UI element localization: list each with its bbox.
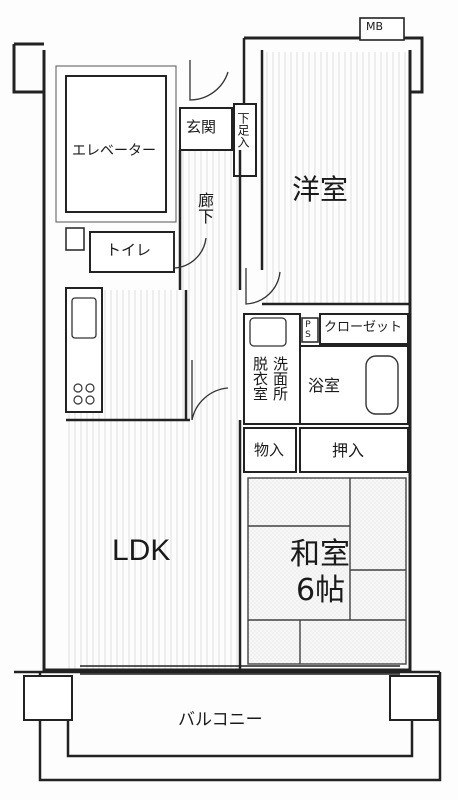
ps-box [301,317,319,343]
balcony-label: バルコニー [178,710,263,730]
kitchen-sink [71,297,97,339]
oshiire-label: 押入 [332,441,365,460]
western-room-door-swing [245,268,281,305]
bathroom-label: 浴室 [308,376,341,395]
toilet-fixture [65,227,85,251]
closet-label: クローゼット [324,320,403,335]
toilet-room [89,231,175,273]
ldk-door-swing [191,360,229,421]
closet-box [319,313,409,345]
balcony-pillar-left [23,675,73,721]
balcony-pillar-right [389,675,439,721]
ps-label: PS [303,320,313,340]
storage-label: 物入 [254,441,285,459]
storage-box [243,427,297,473]
mb-box [359,17,405,41]
bathtub [365,355,399,415]
elevator-hall [55,65,177,223]
tatami-lines [247,477,407,665]
shoe-closet-label: 下足入 [236,112,250,148]
corridor-label: 廊下 [195,192,214,224]
toilet-door-swing [173,232,207,269]
corridor-floor [182,150,240,290]
elevator-shaft [65,75,167,213]
japanese-room-label: 和室 [290,537,350,572]
toilet-label: トイレ [106,241,152,259]
ldk-label: LDK [112,534,171,567]
elevator-label: エレベーター [72,143,156,159]
oshiire-box [299,427,409,473]
outer-walls [12,36,424,672]
mb-label: MB [366,20,384,33]
wash-basin [249,317,287,347]
western-room-floor [262,52,410,304]
entrance-label: 玄関 [186,118,217,136]
entrance-box [179,107,233,151]
japanese-room-floor [248,478,406,664]
entrance-door-swing [189,60,229,101]
washroom-label: 脱衣室 [251,356,269,401]
western-room-label: 洋室 [292,173,349,206]
washroom-label-col2: 洗面所 [271,356,289,401]
kitchen-stove [73,383,95,405]
japanese-room-size-label: 6帖 [296,573,346,608]
